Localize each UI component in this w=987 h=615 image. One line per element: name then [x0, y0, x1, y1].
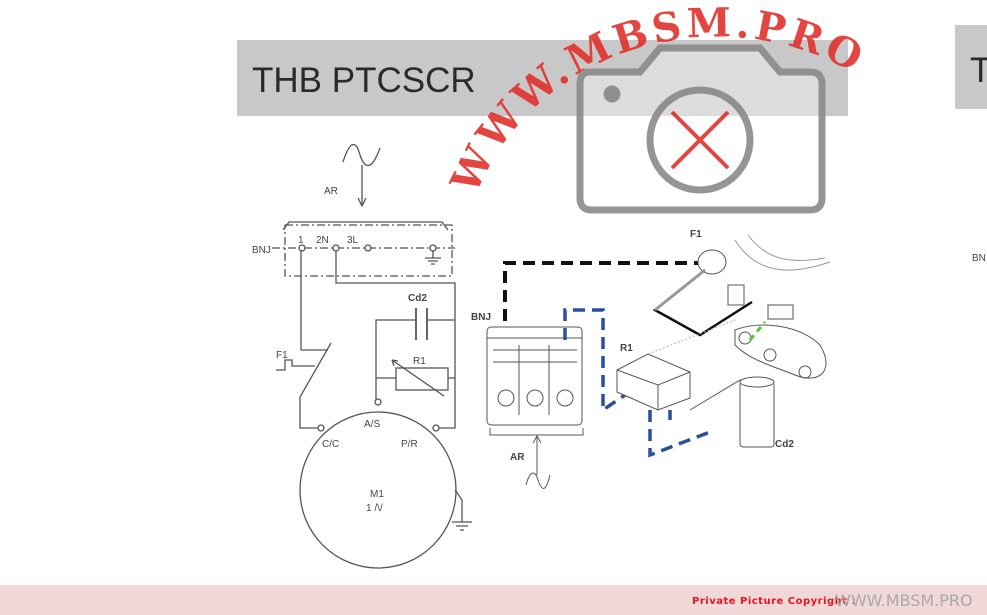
copyright-label: Private Picture Copyright :: [692, 596, 857, 607]
tools-icon: [670, 110, 730, 170]
mounting-bracket: [734, 324, 827, 379]
compressor-outline: [734, 239, 831, 271]
terminal-2n: [332, 244, 340, 252]
schematic-labels: AR BNJ 1 2N 3L Cd2 F1 R1 C/C A/S P/R M1 …: [252, 186, 427, 514]
motor-symbol: [299, 411, 457, 569]
label-ill-cd2: Cd2: [775, 439, 794, 450]
diagram-title: THB PTCSCR: [252, 61, 476, 100]
green-wire: [748, 321, 767, 341]
label-ill-bnj: BNJ: [471, 312, 491, 323]
label-m1: M1: [370, 489, 384, 500]
label-ill-ar: AR: [510, 452, 525, 463]
watermark: WWW.MBSM.PRO: [441, 0, 869, 214]
label-ill-f1: F1: [690, 229, 702, 240]
supply-bracket: [282, 221, 449, 231]
terminal-ground: [429, 244, 437, 252]
motor-ground-icon: [452, 489, 472, 531]
ground-icon: [425, 251, 441, 265]
footer-bar: Private Picture Copyright : WWW.MBSM.PRO: [0, 585, 987, 615]
terminal-block-bnj: [486, 326, 583, 426]
blue-wire: [563, 308, 626, 414]
label-t2n: 2N: [316, 235, 329, 246]
terminal-1: [298, 244, 306, 252]
terminal-3l: [364, 244, 372, 252]
ac-sine-icon-2: [525, 472, 551, 489]
label-pr: P/R: [401, 439, 418, 450]
black-wire: [503, 261, 700, 340]
wiring-illustration: [486, 234, 831, 489]
label-r1: R1: [413, 356, 426, 367]
label-cd2: Cd2: [408, 293, 427, 304]
capacitor-cd2: [739, 381, 775, 448]
label-t1: 1: [298, 235, 304, 246]
protector-f1: [697, 249, 727, 275]
wiring-schematic: [272, 143, 472, 569]
protector-symbol: [276, 359, 315, 371]
next-panel-title-bar: [955, 25, 987, 109]
label-motor-type: 1 /\/: [366, 503, 383, 514]
next-panel-label: BN: [972, 253, 986, 264]
title-bar: [237, 40, 848, 116]
ac-sine-icon: [342, 143, 381, 167]
label-t3l: 3L: [347, 235, 359, 246]
label-cc: C/C: [322, 439, 339, 450]
label-f1: F1: [276, 350, 288, 361]
label-ill-r1: R1: [620, 343, 633, 354]
label-as: A/S: [364, 419, 380, 430]
label-ar: AR: [324, 186, 338, 197]
ptc-r1: [616, 353, 691, 411]
ptc-resistor-symbol: [395, 367, 449, 391]
capacitor-symbol: [415, 308, 428, 340]
supply-arrow: [357, 165, 367, 208]
illustration-labels: F1 BNJ R1 Cd2 AR: [471, 229, 794, 463]
camera-icon: [576, 44, 826, 214]
protector-switch: [299, 342, 332, 429]
label-bnj: BNJ: [252, 245, 271, 256]
connector-box: [284, 224, 453, 277]
next-panel-title: T: [970, 51, 987, 90]
site-link[interactable]: WWW.MBSM.PRO: [835, 591, 973, 610]
